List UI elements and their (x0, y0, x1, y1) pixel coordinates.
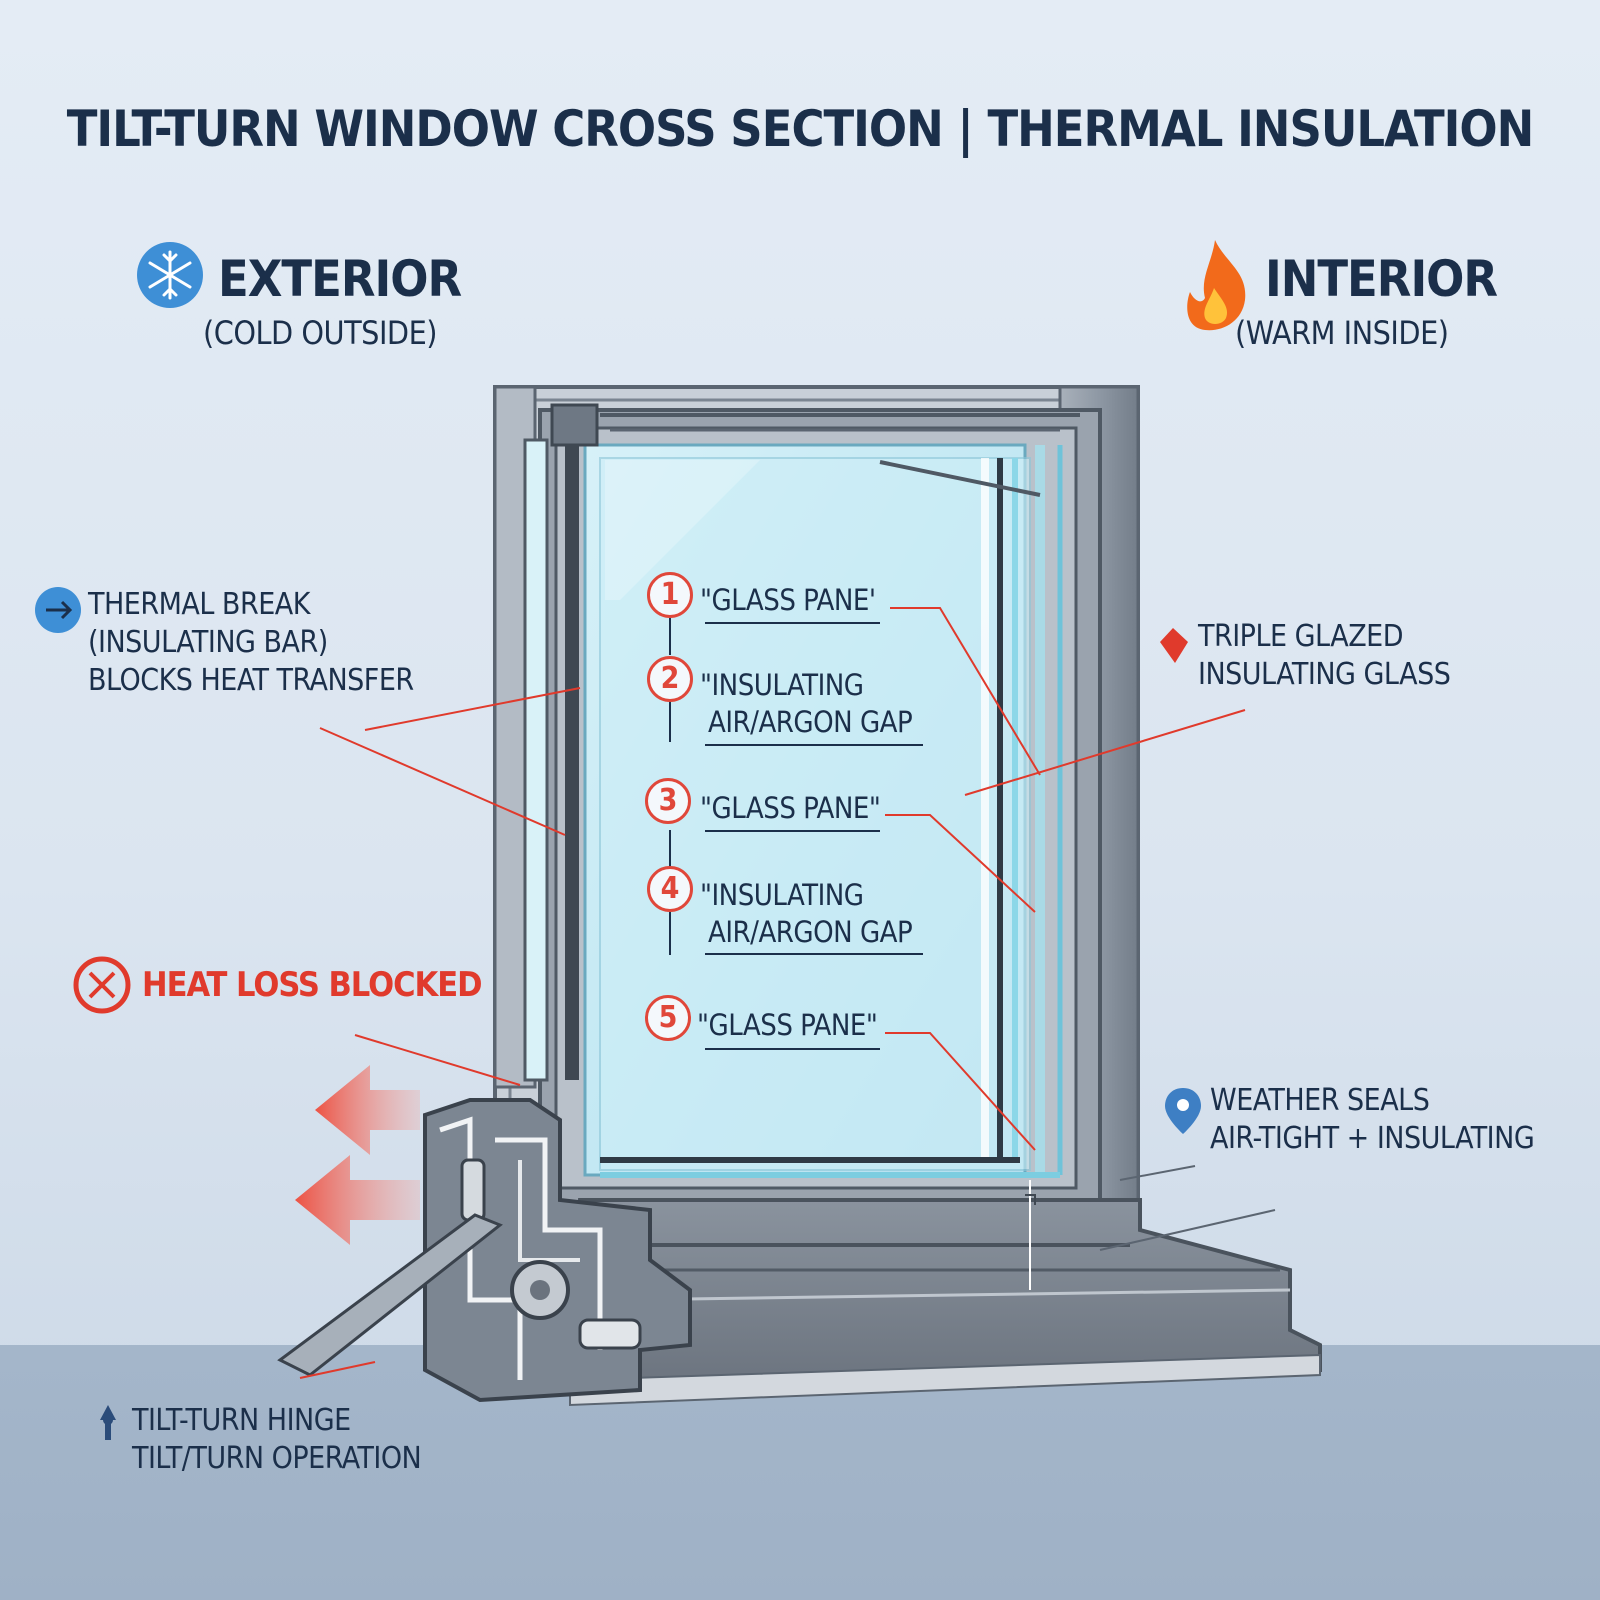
layer-1-label: "GLASS PANE' (700, 583, 876, 617)
layer-2-label: "INSULATING AIR/ARGON GAP (700, 667, 913, 741)
hinge-line1: TILT-TURN HINGE (132, 1403, 351, 1438)
weather-seals-line2: AIR-TIGHT + INSULATING (1210, 1121, 1535, 1156)
layer-1-underline (705, 622, 880, 624)
triple-glazed-callout: TRIPLE GLAZED INSULATING GLASS (1198, 618, 1451, 694)
triple-glazed-line1: TRIPLE GLAZED (1198, 619, 1404, 654)
thermal-break-line1: THERMAL BREAK (88, 587, 310, 622)
thermal-break-bar (523, 403, 1080, 1082)
heat-loss-arrows (295, 1065, 420, 1245)
layer-2-line2: AIR/ARGON GAP (708, 705, 913, 739)
hinge-cutaway (277, 1098, 692, 1403)
layer-2-line1: "INSULATING (700, 668, 864, 702)
layer-4-label: "INSULATING AIR/ARGON GAP (700, 877, 913, 951)
layer-5-underline (705, 1048, 880, 1050)
layer-4-underline (705, 953, 923, 955)
hinge-line2: TILT/TURN OPERATION (132, 1441, 422, 1476)
weather-seals-callout: WEATHER SEALS AIR-TIGHT + INSULATING (1210, 1082, 1535, 1158)
thermal-break-line3: BLOCKS HEAT TRANSFER (88, 663, 414, 698)
arrow-right-icon (35, 587, 81, 633)
location-pin-icon (1165, 1088, 1201, 1134)
interior-heading: INTERIOR (1265, 250, 1498, 308)
leader-lines (299, 607, 1276, 1379)
layer-5-label: "GLASS PANE" (697, 1008, 878, 1042)
hinge-pin-icon (100, 1405, 116, 1440)
layer-3-label: "GLASS PANE" (700, 791, 881, 825)
layer-5-number: 5 (645, 995, 691, 1041)
layer-4-number: 4 (647, 866, 693, 912)
layer-4-line2: AIR/ARGON GAP (708, 915, 913, 949)
layer-3-underline (705, 830, 880, 832)
page-title: TILT-TURN WINDOW CROSS SECTION | THERMAL… (66, 100, 1535, 158)
thermal-break-line2: (INSULATING BAR) (88, 625, 328, 660)
exterior-heading: EXTERIOR (218, 250, 462, 308)
thermal-break-callout: THERMAL BREAK (INSULATING BAR) BLOCKS HE… (88, 586, 414, 700)
interior-subheading: (WARM INSIDE) (1235, 314, 1449, 352)
layer-1-number: 1 (647, 572, 693, 618)
diamond-marker-icon (1160, 628, 1188, 663)
exterior-subheading: (COLD OUTSIDE) (203, 314, 438, 352)
heat-loss-callout: HEAT LOSS BLOCKED (142, 965, 483, 1005)
triple-glazed-line2: INSULATING GLASS (1198, 657, 1451, 692)
weather-seals-line1: WEATHER SEALS (1210, 1083, 1430, 1118)
layer-3-number: 3 (645, 778, 691, 824)
blocked-x-icon (73, 956, 131, 1014)
layer-4-line1: "INSULATING (700, 878, 864, 912)
snowflake-icon (137, 242, 203, 308)
layer-2-number: 2 (647, 656, 693, 702)
hinge-callout: TILT-TURN HINGE TILT/TURN OPERATION (132, 1402, 422, 1478)
flame-icon (1187, 240, 1246, 331)
layer-2-underline (705, 744, 923, 746)
